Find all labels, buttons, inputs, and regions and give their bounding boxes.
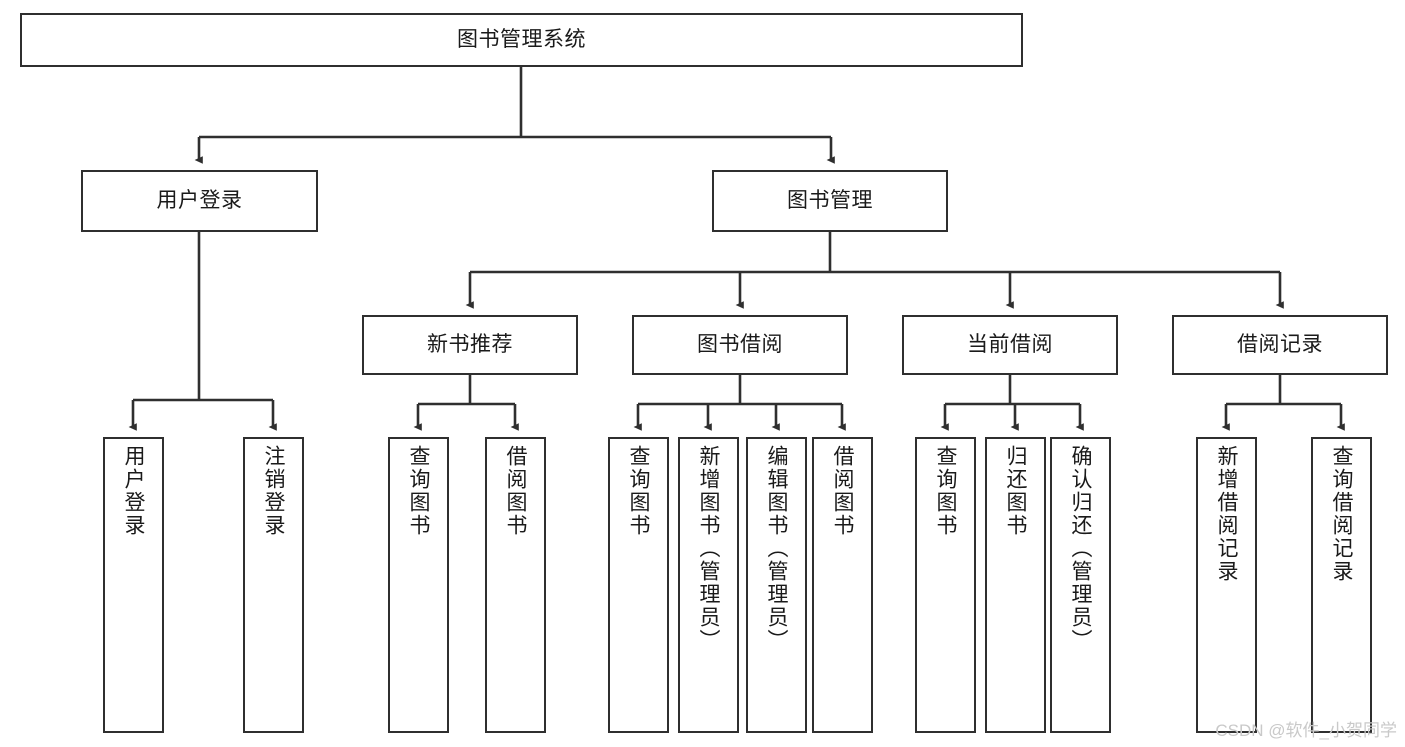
node-new-book-recommend[interactable]: 新书推荐 [362,315,578,375]
leaf-borrow-book-recommend[interactable]: 借阅图书 [485,437,546,733]
leaf-query-book-borrow[interactable]: 查询图书 [608,437,669,733]
node-book-borrow[interactable]: 图书借阅 [632,315,848,375]
node-label: 编辑图书（管理员） [765,445,788,652]
leaf-query-borrow-record[interactable]: 查询借阅记录 [1311,437,1372,733]
node-book-management[interactable]: 图书管理 [712,170,948,232]
node-label: 借阅图书 [831,445,854,537]
leaf-query-book-recommend[interactable]: 查询图书 [388,437,449,733]
edges-root-to-level2 [194,67,835,164]
leaf-add-borrow-record[interactable]: 新增借阅记录 [1196,437,1257,733]
node-root-book-management-system[interactable]: 图书管理系统 [20,13,1023,67]
edges-currentborrow-to-leaves [940,375,1084,431]
node-label: 新增图书（管理员） [697,445,720,652]
node-label: 查询借阅记录 [1330,445,1353,583]
leaf-confirm-return-admin[interactable]: 确认归还（管理员） [1050,437,1111,733]
node-label: 归还图书 [1004,445,1027,537]
node-label: 用户登录 [122,445,145,537]
node-label: 新书推荐 [427,333,513,357]
node-user-login[interactable]: 用户登录 [81,170,318,232]
leaf-user-logout[interactable]: 注销登录 [243,437,304,733]
edges-newbook-to-leaves [413,375,519,431]
node-label: 图书管理系统 [457,28,586,52]
leaf-return-book[interactable]: 归还图书 [985,437,1046,733]
edges-bookmgmt-to-level3 [465,232,1284,309]
node-label: 新增借阅记录 [1215,445,1238,583]
leaf-borrow-book[interactable]: 借阅图书 [812,437,873,733]
node-label: 注销登录 [262,445,285,537]
node-label: 确认归还（管理员） [1069,445,1092,652]
node-label: 查询图书 [627,445,650,537]
node-label: 查询图书 [934,445,957,537]
edges-userlogin-to-leaves [128,232,277,431]
node-label: 借阅记录 [1237,333,1323,357]
edges-bookborrow-to-leaves [633,375,846,431]
leaf-query-book-current[interactable]: 查询图书 [915,437,976,733]
edges-borrowrecord-to-leaves [1221,375,1345,431]
node-label: 当前借阅 [967,333,1053,357]
node-current-borrow[interactable]: 当前借阅 [902,315,1118,375]
node-label: 图书借阅 [697,333,783,357]
node-label: 查询图书 [407,445,430,537]
leaf-add-book-admin[interactable]: 新增图书（管理员） [678,437,739,733]
node-label: 用户登录 [156,189,243,213]
node-label: 借阅图书 [504,445,527,537]
leaf-user-login[interactable]: 用户登录 [103,437,164,733]
csdn-watermark: CSDN @软件_小贺同学 [1215,721,1397,740]
node-label: 图书管理 [787,189,873,213]
leaf-edit-book-admin[interactable]: 编辑图书（管理员） [746,437,807,733]
node-borrow-record[interactable]: 借阅记录 [1172,315,1388,375]
